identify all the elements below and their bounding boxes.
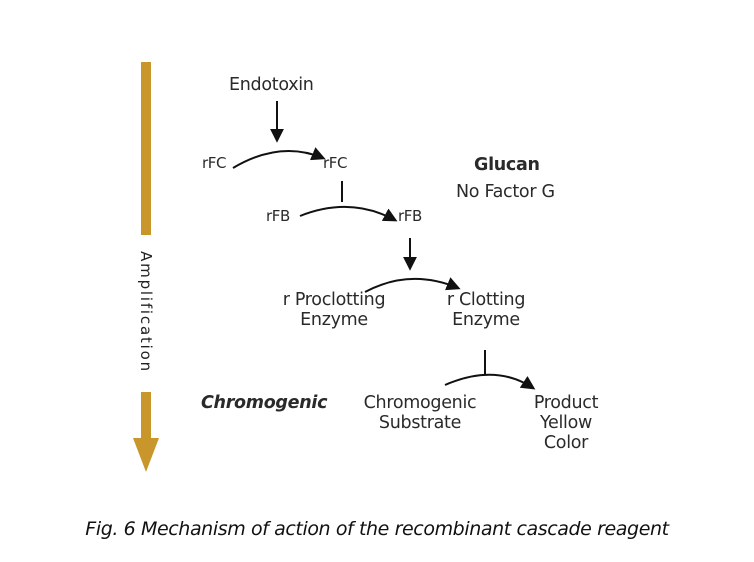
substrate-cleavage-arrow	[444, 373, 536, 390]
amplification-label: Amplification	[137, 245, 155, 379]
rfc-inactive-label: rFC	[202, 154, 227, 172]
clotting-line1: r Clotting	[446, 290, 526, 310]
rfc-active-label: rFC	[323, 154, 348, 172]
glucan-label: Glucan	[474, 155, 540, 175]
chromogenic-substrate-label: Chromogenic Substrate	[348, 393, 492, 433]
chromogenic-heading: Chromogenic	[201, 393, 328, 413]
substrate-line1: Chromogenic	[363, 393, 477, 413]
product-line3: Color	[543, 433, 589, 454]
proclotting-enzyme-label: r Proclotting Enzyme	[266, 290, 402, 330]
proclotting-line2: Enzyme	[300, 310, 368, 331]
product-line1: Product	[533, 393, 599, 413]
rfb-activation-arrow	[299, 205, 398, 222]
rfb-active-label: rFB	[398, 207, 422, 225]
clotting-line2: Enzyme	[452, 310, 520, 331]
clotting-enzyme-label: r Clotting Enzyme	[428, 290, 544, 330]
rfc-activation-arrow	[232, 147, 326, 169]
rfb-inactive-label: rFB	[266, 207, 290, 225]
amplification-arrow	[133, 62, 159, 472]
no-factor-g-label: No Factor G	[456, 182, 555, 202]
figure-caption: Fig. 6 Mechanism of action of the recomb…	[85, 518, 669, 540]
product-label: Product Yellow Color	[518, 393, 614, 453]
proclotting-line1: r Proclotting	[282, 290, 386, 310]
endotoxin-label: Endotoxin	[229, 75, 314, 95]
substrate-line2: Substrate	[378, 413, 462, 434]
product-line2: Yellow	[539, 413, 593, 434]
proclotting-activation-arrow	[364, 277, 461, 293]
